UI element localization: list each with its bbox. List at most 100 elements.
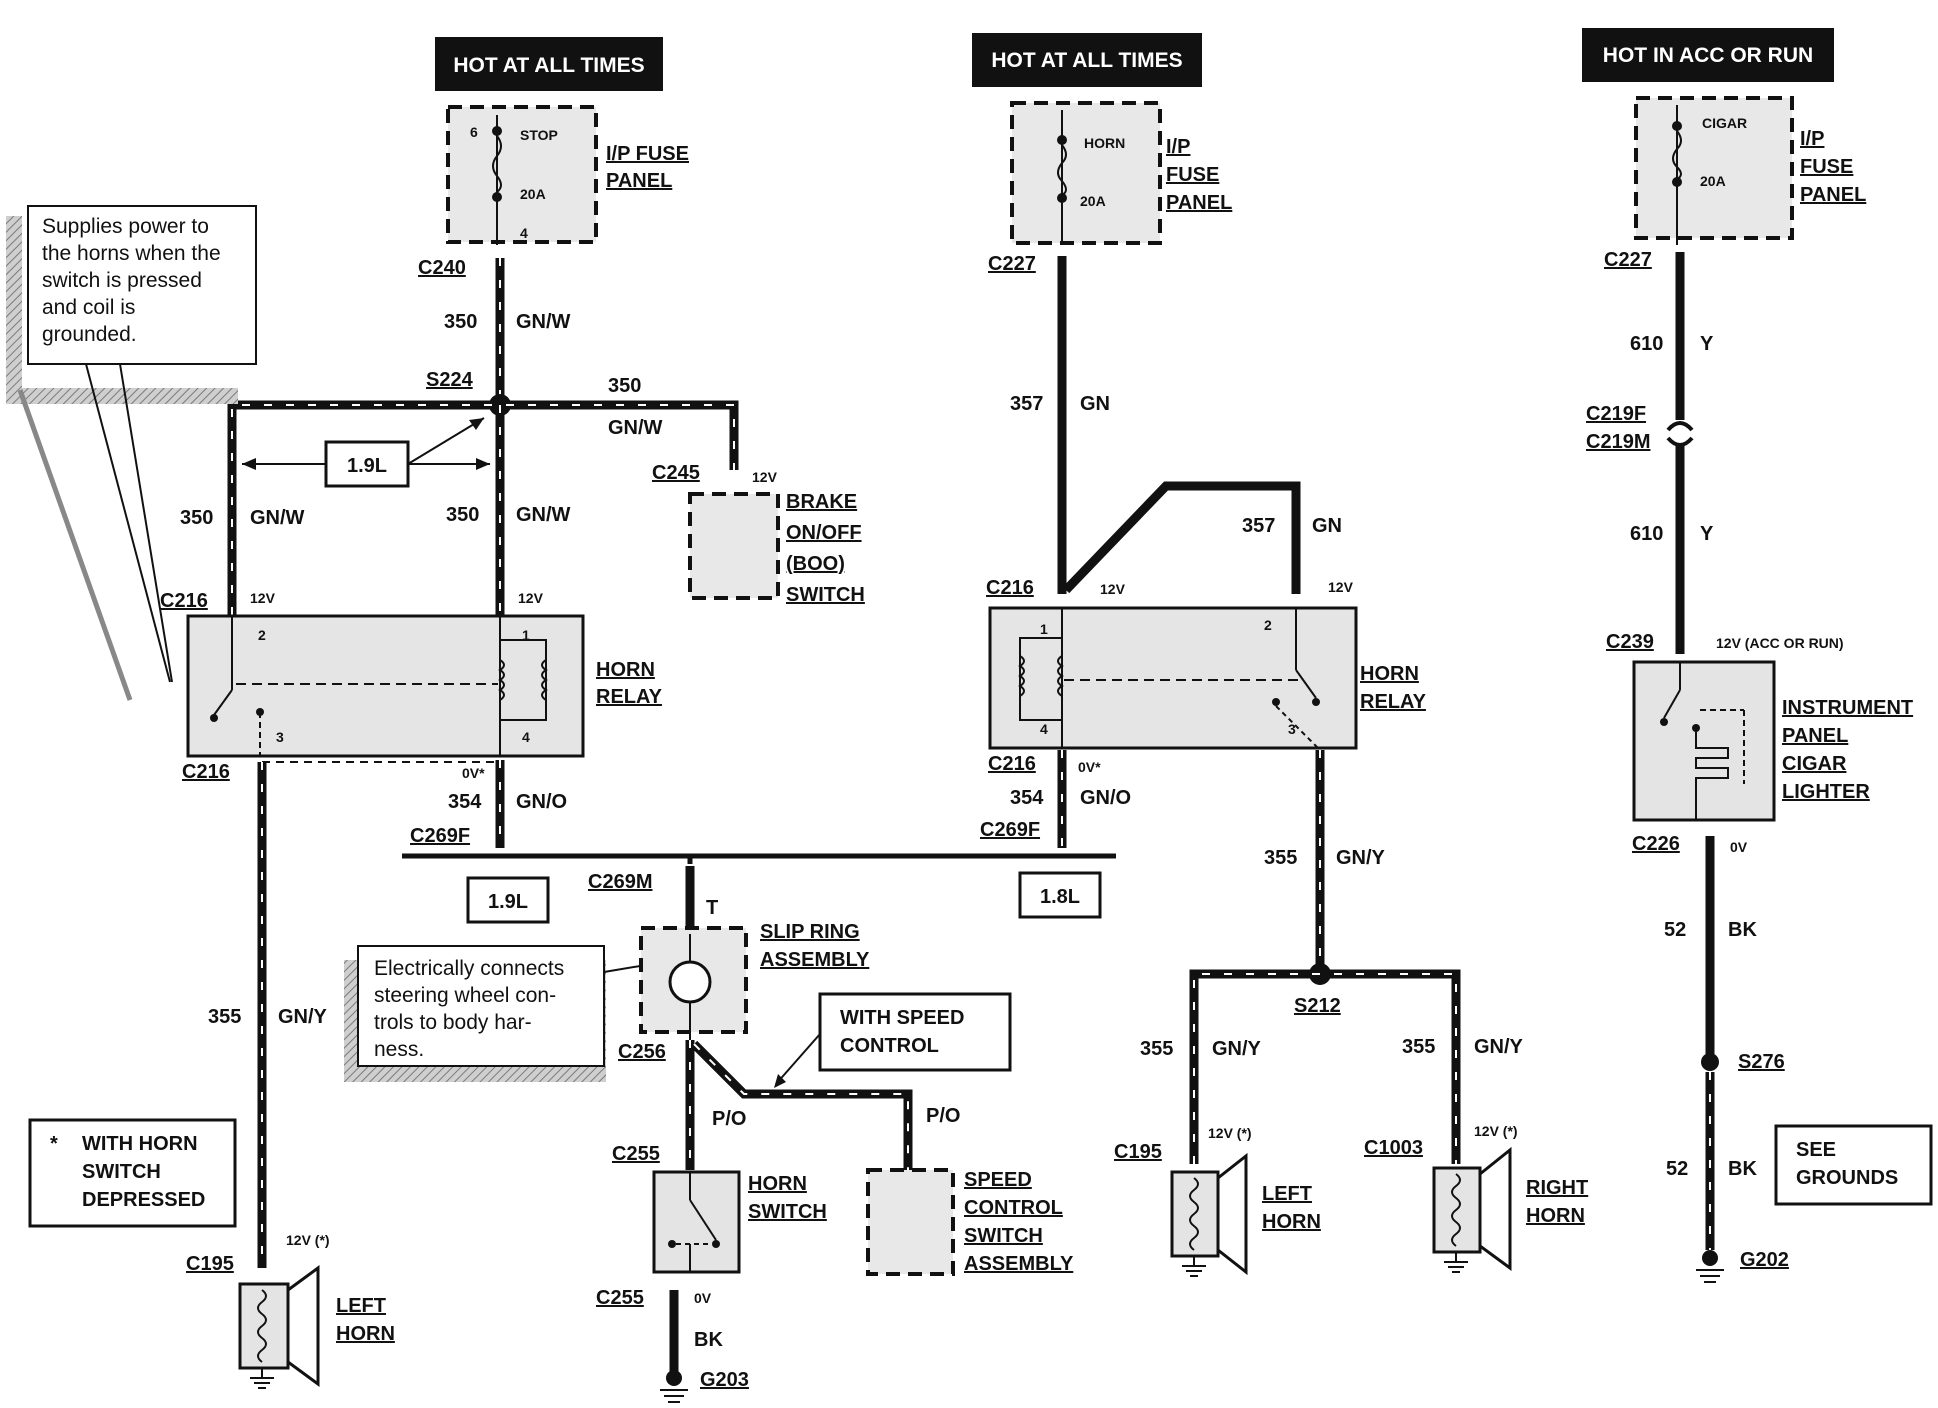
svg-text:3: 3 [1288, 721, 1296, 737]
ground-g203-label: G203 [700, 1369, 749, 1391]
cigar-label-1: INSTRUMENT [1782, 697, 1913, 719]
horn-switch-0v: 0V [694, 1290, 712, 1306]
wire-po-right: P/O [926, 1105, 960, 1127]
boo-label-3: (BOO) [786, 553, 845, 575]
wire-gno-left: GN/O [516, 791, 567, 813]
svg-text:2: 2 [258, 627, 266, 643]
variant-1-8l: 1.8L [1018, 871, 1102, 919]
wire-t: T [706, 897, 718, 919]
horn-relay-left-label-2: RELAY [596, 686, 663, 708]
svg-text:ness.: ness. [374, 1038, 424, 1061]
boo-label-1: BRAKE [786, 491, 857, 513]
connector-c255-top: C255 [612, 1143, 660, 1165]
wire-gno-center: GN/O [1080, 787, 1131, 809]
horn-relay-left: 2 3 1 4 [186, 614, 585, 758]
speed-switch-label-3: SWITCH [964, 1225, 1043, 1247]
slip-ring-note: Electrically connects steering wheel con… [344, 945, 641, 1082]
wire-357-branch [1062, 481, 1301, 594]
horn-relay-left-label-1: HORN [596, 659, 655, 681]
splice-s224: S224 [426, 369, 474, 391]
svg-text:1.9L: 1.9L [347, 455, 387, 477]
right-horn-voltage: 12V (*) [1474, 1123, 1518, 1139]
boo-switch [688, 492, 780, 600]
wire-350-mid: 350 [446, 504, 479, 526]
svg-text:1.9L: 1.9L [488, 891, 528, 913]
cigar-lighter [1632, 660, 1776, 822]
relay-center-12v-a: 12V [1100, 581, 1126, 597]
connector-c239: C239 [1606, 631, 1654, 653]
wire-gnw-label: GN/W [516, 311, 571, 333]
svg-text:steering wheel con-: steering wheel con- [374, 984, 556, 1007]
variant-1-9l-callout: 1.9L [242, 417, 490, 488]
right-horn [1432, 1146, 1512, 1273]
svg-text:switch is pressed: switch is pressed [42, 269, 202, 292]
connector-c269m: C269M [588, 871, 652, 893]
wire-gnw-mid: GN/W [516, 504, 571, 526]
speed-switch-label-2: CONTROL [964, 1197, 1063, 1219]
c269-bus [402, 853, 1116, 864]
connector-c216-center-bot: C216 [988, 753, 1036, 775]
horn-power-note: Supplies power to the horns when the swi… [6, 205, 257, 701]
connector-c195-center: C195 [1114, 1141, 1162, 1163]
wire-y-bot-label: Y [1700, 523, 1714, 545]
horn-relay-center: 1 4 2 3 [988, 606, 1358, 750]
wire-355-right-horn: 355 [1402, 1036, 1435, 1058]
ip-fuse-panel-right-3: PANEL [1800, 184, 1866, 206]
wire-gnw-left: GN/W [250, 507, 305, 529]
wire-610-top-label: 610 [1630, 333, 1663, 355]
boo-label-4: SWITCH [786, 584, 865, 606]
ground-g202 [1696, 1250, 1724, 1283]
svg-text:CONTROL: CONTROL [840, 1035, 939, 1057]
left-horn-a-label-1: LEFT [336, 1295, 386, 1317]
wire-gny-right-horn: GN/Y [1474, 1036, 1524, 1058]
horn-relay-center-label-2: RELAY [1360, 691, 1427, 713]
svg-text:20A: 20A [520, 186, 546, 202]
svg-text:Electrically connects: Electrically connects [374, 957, 564, 980]
speed-control-switch [866, 1168, 955, 1276]
variant-1-9l-bottom: 1.9L [466, 876, 550, 924]
svg-text:HOT AT ALL TIMES: HOT AT ALL TIMES [991, 49, 1182, 72]
ground-g203 [660, 1370, 688, 1403]
cigar-label-3: CIGAR [1782, 753, 1847, 775]
ip-fuse-panel-center-1: I/P [1166, 136, 1190, 158]
left-horn-voltage: 12V (*) [286, 1232, 330, 1248]
with-speed-control-callout: WITH SPEED CONTROL [774, 992, 1012, 1088]
svg-text:WITH HORN: WITH HORN [82, 1133, 198, 1155]
relay-left-12v-b: 12V [518, 590, 544, 606]
svg-text:1: 1 [1040, 621, 1048, 637]
wire-bk-bot-label: BK [1728, 1158, 1757, 1180]
wire-gn-label: GN [1080, 393, 1110, 415]
svg-text:CIGAR: CIGAR [1702, 115, 1747, 131]
connector-c219f: C219F [1586, 403, 1646, 425]
left-horn-b-label-2: HORN [1262, 1211, 1321, 1233]
header-hot-in-acc-or-run: HOT IN ACC OR RUN [1582, 28, 1834, 82]
connector-c226: C226 [1632, 833, 1680, 855]
ip-fuse-panel-label-left-2: PANEL [606, 170, 672, 192]
slip-ring-symbol [668, 960, 712, 1004]
connector-c240: C240 [418, 257, 466, 279]
horn-switch-label-2: SWITCH [748, 1201, 827, 1223]
horn-switch [652, 1170, 741, 1274]
svg-text:1: 1 [522, 627, 530, 643]
wire-bk-horn-switch-label: BK [694, 1329, 723, 1351]
wire-355-center: 355 [1264, 847, 1297, 869]
connector-c269f-center: C269F [980, 819, 1040, 841]
ip-fuse-panel-center-2: FUSE [1166, 164, 1219, 186]
connector-c219m: C219M [1586, 431, 1650, 453]
svg-text:HOT IN ACC OR RUN: HOT IN ACC OR RUN [1603, 44, 1813, 67]
wire-po-left: P/O [712, 1108, 746, 1130]
ip-fuse-panel-center-3: PANEL [1166, 192, 1232, 214]
svg-text:WITH SPEED: WITH SPEED [840, 1007, 964, 1029]
connector-c227-right: C227 [1604, 249, 1652, 271]
relay-center-12v-b: 12V [1328, 579, 1354, 595]
wire-355-left: 355 [208, 1006, 241, 1028]
ip-fuse-panel-right-2: FUSE [1800, 156, 1853, 178]
svg-text:GROUNDS: GROUNDS [1796, 1167, 1898, 1189]
wire-357-branch-label: 357 [1242, 515, 1275, 537]
left-horn-b [1170, 1152, 1248, 1277]
ground-g202-label: G202 [1740, 1249, 1789, 1271]
splice-s276: S276 [1738, 1051, 1785, 1073]
slip-ring-label-2: ASSEMBLY [760, 949, 870, 971]
connector-c269f-left: C269F [410, 825, 470, 847]
